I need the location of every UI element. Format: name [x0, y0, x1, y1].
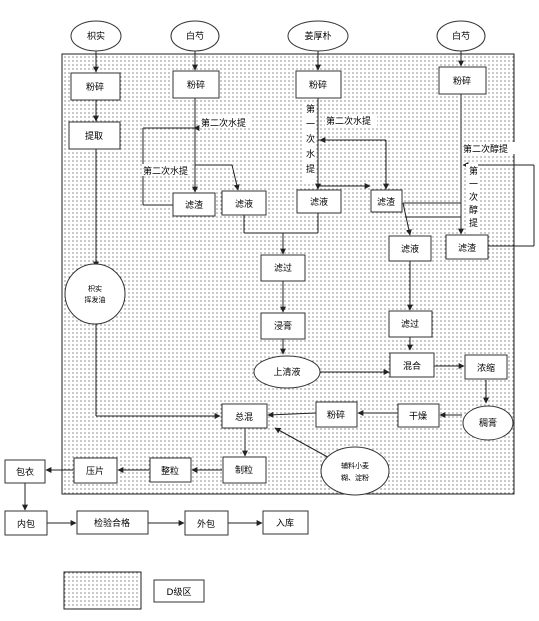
box-tiqu-label: 提取 — [85, 131, 103, 142]
note-alcohol-1st-vertical: 第一次醇提 — [466, 164, 478, 234]
box-zhengli-label: 整粒 — [161, 465, 179, 477]
box-fensui-baishao-1-label: 粉碎 — [187, 79, 205, 91]
box-jinggao-label: 浸膏 — [274, 320, 292, 332]
box-yapian-label: 压片 — [86, 465, 104, 477]
node-chougao-label: 稠膏 — [479, 417, 497, 429]
box-lvye-3: 滤液 — [388, 235, 432, 262]
box-waibao-label: 外包 — [197, 518, 215, 530]
note-water-1st-vertical-text: 第一次水提 — [304, 103, 315, 179]
material-baishao-2-label: 白芍 — [452, 30, 470, 42]
note-water-1st-vertical: 第一次水提 — [303, 102, 315, 182]
box-zonghun: 总混 — [221, 403, 268, 429]
excipient-line2: 糊、淀粉 — [341, 473, 369, 482]
box-lvye-1: 滤液 — [221, 190, 267, 216]
box-ganzao: 干燥 — [397, 403, 440, 428]
box-fensui-zhishi: 粉碎 — [70, 72, 121, 101]
box-ganzao-label: 干燥 — [409, 411, 427, 422]
node-excipients: 辅料小麦 糊、淀粉 — [320, 446, 390, 496]
box-lvye-2: 滤液 — [296, 189, 342, 214]
box-fensui-jianghoupo-label: 粉碎 — [309, 79, 327, 91]
box-zhengli: 整粒 — [149, 457, 192, 483]
box-lvye-1-label: 滤液 — [235, 198, 253, 210]
box-waibao: 外包 — [184, 510, 229, 536]
box-hunhe: 混合 — [389, 352, 435, 378]
note-water-2nd-houpo: 第二次水提 — [325, 114, 377, 127]
box-lvzha-1: 滤渣 — [172, 192, 216, 217]
box-nongsuo: 浓缩 — [464, 354, 508, 380]
box-jianyan-label: 检验合格 — [94, 517, 130, 529]
box-yapian: 压片 — [73, 457, 118, 484]
legend: D级区 — [63, 571, 205, 610]
box-fensui-mix: 粉碎 — [315, 401, 358, 428]
legend-label: D级区 — [167, 586, 192, 598]
box-lvguo-2: 滤过 — [388, 310, 433, 338]
box-baoyi-label: 包衣 — [16, 466, 34, 478]
node-shangqingye: 上清液 — [253, 355, 321, 389]
box-lvzha-2-label: 滤渣 — [377, 196, 395, 208]
box-ruku: 入库 — [262, 510, 309, 535]
legend-swatch — [63, 571, 142, 610]
box-tiqu: 提取 — [68, 121, 121, 150]
box-zonghun-label: 总混 — [235, 411, 253, 423]
box-jianyan: 检验合格 — [76, 510, 149, 535]
note-water-2nd-baishao: 第二次水提 — [200, 116, 250, 129]
material-zhishi: 枳实 — [70, 20, 122, 52]
box-fensui-baishao-2: 粉碎 — [438, 66, 487, 95]
box-nongsuo-label: 浓缩 — [477, 362, 495, 374]
box-lvye-3-label: 滤液 — [401, 243, 419, 255]
box-neibao: 内包 — [4, 510, 48, 536]
material-jianghoupo-label: 姜厚朴 — [304, 30, 331, 42]
box-zhili: 制粒 — [222, 456, 267, 484]
box-fensui-jianghoupo: 粉碎 — [295, 70, 342, 99]
box-lvguo-2-label: 滤过 — [401, 318, 419, 330]
note-water-2nd-left-text: 第二次水提 — [143, 165, 188, 177]
box-neibao-label: 内包 — [17, 518, 35, 530]
box-lvguo-1-label: 滤过 — [274, 262, 292, 274]
note-water-2nd-baishao-text: 第二次水提 — [201, 117, 246, 129]
zhishi-volatile-line1: 枳实 — [88, 284, 102, 293]
material-baishao-1: 白芍 — [170, 20, 220, 52]
node-zhishi-volatile-oil: 枳实 挥发油 — [64, 263, 126, 325]
zhishi-volatile-line2: 挥发油 — [85, 295, 106, 304]
note-water-2nd-left: 第二次水提 — [142, 164, 192, 177]
material-jianghoupo: 姜厚朴 — [287, 20, 349, 52]
connectors — [22, 51, 535, 526]
box-hunhe-label: 混合 — [403, 360, 421, 372]
note-alcohol-2nd-text: 第二次醇提 — [463, 143, 508, 155]
material-baishao-2: 白芍 — [436, 20, 486, 52]
node-shangqingye-label: 上清液 — [273, 366, 300, 378]
material-zhishi-label: 枳实 — [87, 30, 105, 42]
box-lvye-2-label: 滤液 — [310, 196, 328, 208]
box-fensui-baishao-1: 粉碎 — [172, 70, 220, 99]
box-lvguo-1: 滤过 — [260, 254, 306, 282]
excipient-line1: 辅料小麦 — [341, 461, 369, 470]
box-lvzha-3-label: 滤渣 — [458, 242, 476, 254]
box-zhili-label: 制粒 — [235, 464, 253, 476]
note-alcohol-1st-vertical-text: 第一次醇提 — [467, 165, 478, 231]
box-lvzha-2: 滤渣 — [370, 189, 403, 213]
note-water-2nd-houpo-text: 第二次水提 — [326, 115, 371, 127]
box-lvzha-1-label: 滤渣 — [185, 199, 203, 211]
box-lvzha-3: 滤渣 — [445, 234, 489, 260]
box-fensui-baishao-2-label: 粉碎 — [453, 75, 471, 87]
box-fensui-zhishi-label: 粉碎 — [86, 81, 104, 93]
box-fensui-mix-label: 粉碎 — [327, 409, 345, 421]
note-alcohol-2nd: 第二次醇提 — [463, 142, 515, 155]
box-jinggao: 浸膏 — [260, 312, 306, 340]
node-chougao: 稠膏 — [462, 405, 514, 441]
box-baoyi: 包衣 — [4, 459, 46, 484]
material-baishao-1-label: 白芍 — [186, 30, 204, 42]
box-ruku-label: 入库 — [276, 517, 294, 529]
